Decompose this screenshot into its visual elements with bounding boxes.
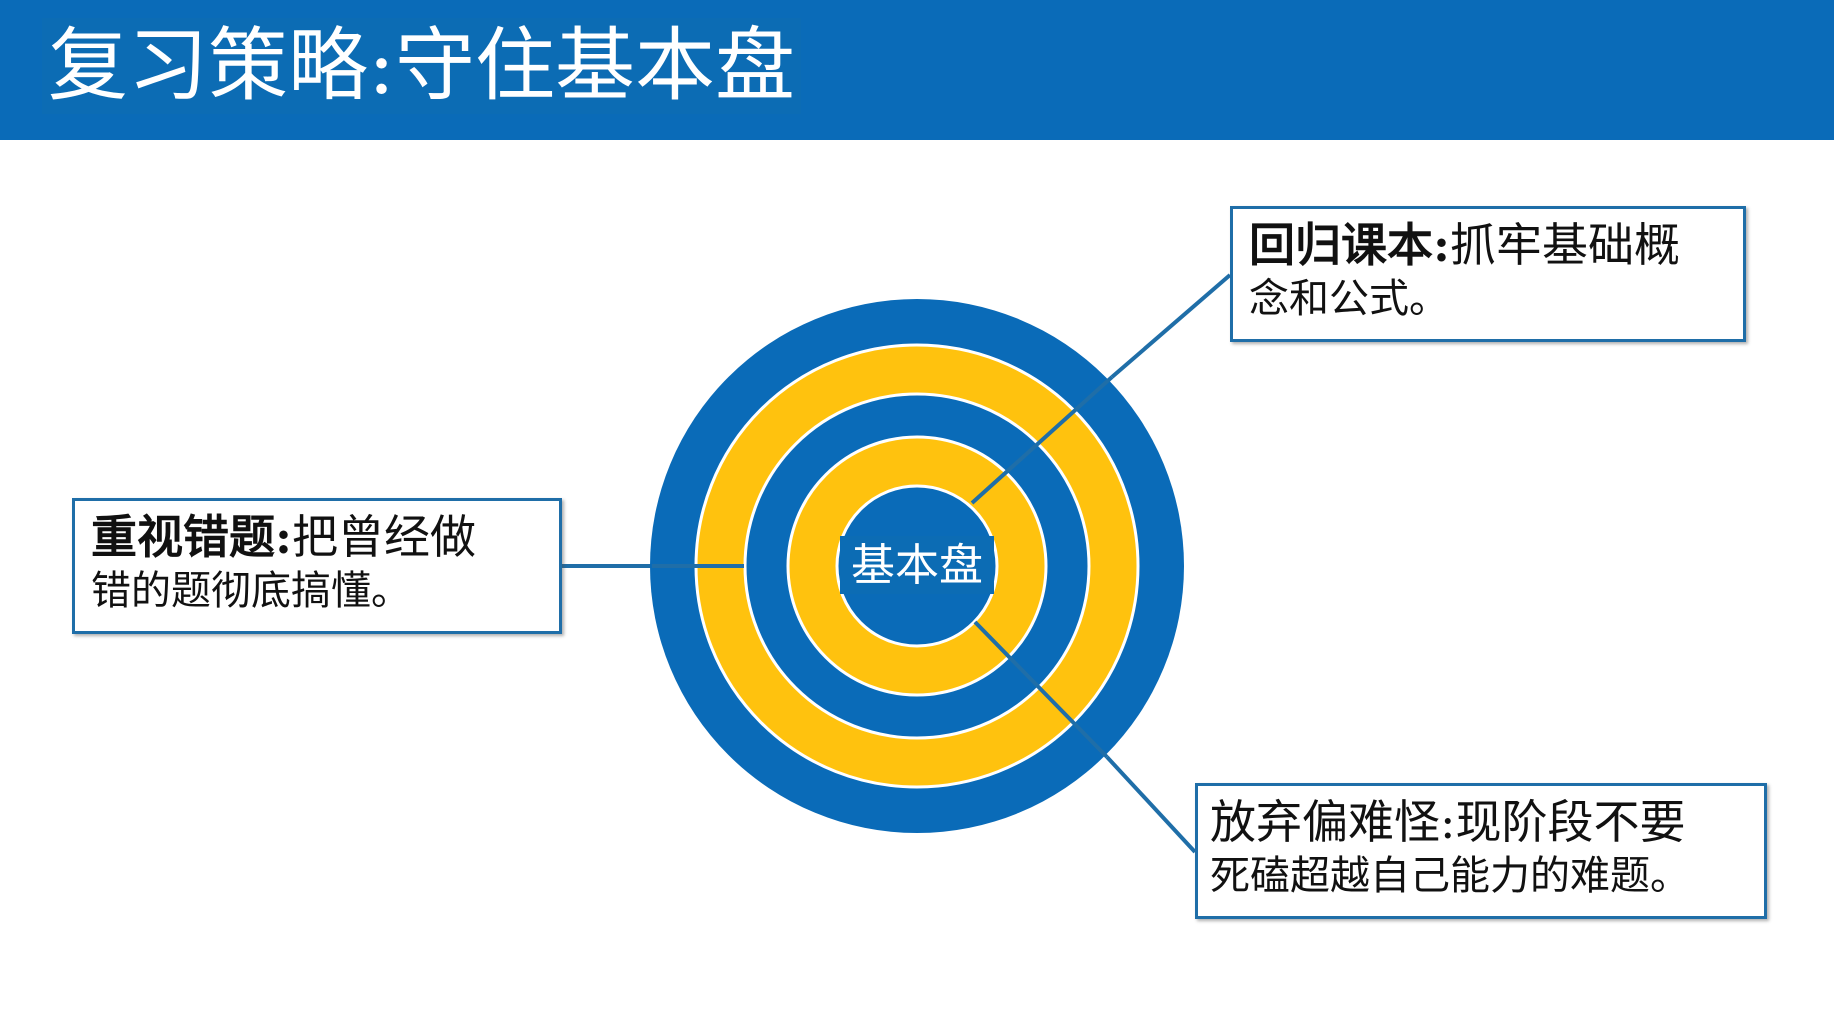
callout-line2: 错的题彻底搞懂。: [91, 568, 411, 614]
callout-heading: 放弃偏难怪:: [1210, 795, 1456, 849]
callout-line1-text: 现阶段不要: [1455, 795, 1686, 849]
callout-line2: 念和公式。: [1249, 276, 1449, 322]
callout-line1: 回归课本:抓牢基础概: [1249, 217, 1743, 273]
callout-line1-text: 把曾经做: [291, 510, 476, 564]
callout-back-to-textbook: 回归课本:抓牢基础概 念和公式。: [1230, 206, 1746, 342]
callout-line2: 死磕超越自己能力的难题。: [1210, 853, 1690, 899]
callout-heading: 重视错题:: [91, 510, 292, 564]
center-label: 基本盘: [851, 540, 983, 591]
inner-line-top-right: [970, 375, 1114, 505]
callout-line1: 重视错题:把曾经做: [91, 509, 559, 565]
title-bar: 复习策略:守住基本盘: [0, 0, 1834, 140]
callout-review-mistakes: 重视错题:把曾经做 错的题彻底搞懂。: [72, 498, 562, 634]
callout-heading: 回归课本:: [1249, 218, 1450, 272]
connector-line-top-right: [1110, 273, 1232, 379]
callout-skip-hard-problems: 放弃偏难怪:现阶段不要 死磕超越自己能力的难题。: [1195, 783, 1767, 919]
callout-line1-text: 抓牢基础概: [1449, 218, 1680, 272]
page-title: 复习策略:守住基本盘: [42, 18, 801, 114]
center-label-bg: [840, 536, 994, 594]
connector-line-bottom-right: [1105, 755, 1197, 854]
callout-line1: 放弃偏难怪:现阶段不要: [1210, 794, 1764, 850]
inner-line-bottom-right: [973, 620, 1109, 759]
